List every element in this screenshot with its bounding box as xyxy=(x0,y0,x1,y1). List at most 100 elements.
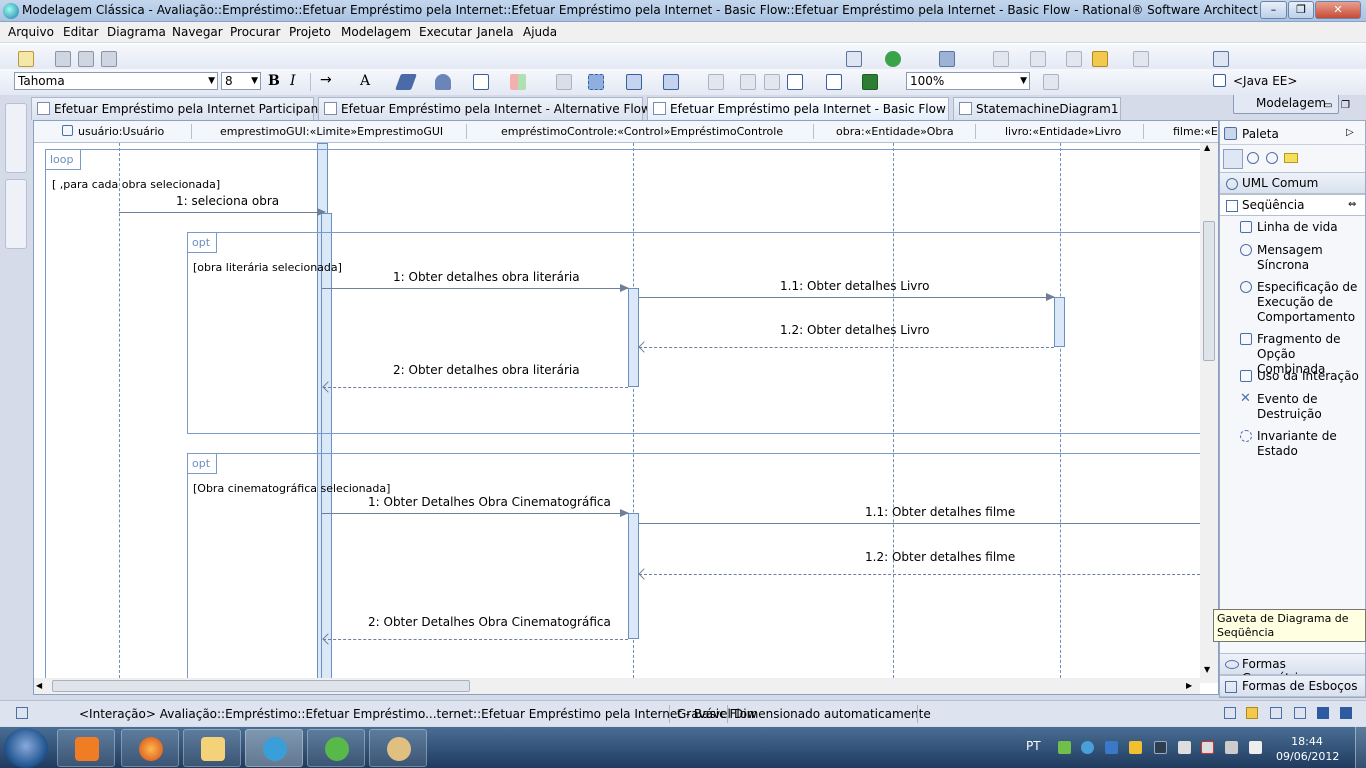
message-obter-detalhes-livro[interactable] xyxy=(639,297,1054,298)
close-button[interactable]: ✕ xyxy=(1315,1,1361,19)
align-icon[interactable] xyxy=(663,74,679,90)
lifeline-head-livro[interactable]: livro:«Entidade»Livro xyxy=(1005,125,1122,138)
filter-icon[interactable] xyxy=(826,74,842,90)
volume-icon[interactable] xyxy=(1225,741,1238,754)
chevron-up-icon[interactable]: ▲ xyxy=(1204,143,1211,152)
view-icon[interactable] xyxy=(1294,707,1306,719)
zoom-select[interactable]: 100%▼ xyxy=(906,72,1030,90)
start-button[interactable] xyxy=(4,728,48,768)
palette-item-especificacao[interactable]: Especificação de Execução de Comportamen… xyxy=(1240,280,1357,325)
taskbar-firefox[interactable] xyxy=(121,729,179,767)
taskbar-explorer[interactable] xyxy=(183,729,241,767)
palette-item-mensagem-sincrona[interactable]: Mensagem Síncrona xyxy=(1240,243,1323,273)
activation-livro[interactable] xyxy=(1054,297,1065,347)
menu-ajuda[interactable]: Ajuda xyxy=(523,25,558,39)
message-retorno-filme[interactable] xyxy=(639,574,1200,575)
message-seleciona-obra[interactable] xyxy=(119,212,321,213)
copy-format-icon[interactable] xyxy=(556,74,572,90)
zoom-in-icon[interactable] xyxy=(1247,152,1259,164)
tab-alternative-flow[interactable]: Efetuar Empréstimo pela Internet - Alter… xyxy=(318,97,662,120)
lifeline-head-filme[interactable]: filme:«En xyxy=(1173,125,1218,138)
scroll-thumb[interactable] xyxy=(1203,221,1215,361)
tray-icon[interactable] xyxy=(1154,741,1167,754)
menu-procurar[interactable]: Procurar xyxy=(230,25,281,39)
view-icon[interactable] xyxy=(1224,707,1236,719)
line-color-icon[interactable] xyxy=(395,74,417,90)
trim-stack-1[interactable] xyxy=(5,103,27,173)
signal-icon[interactable] xyxy=(1249,741,1262,754)
lifeline-head-usuario[interactable]: usuário:Usuário xyxy=(78,125,165,138)
remove-route-icon[interactable] xyxy=(764,74,780,90)
lifeline-obra[interactable] xyxy=(893,143,894,683)
italic-button[interactable]: I xyxy=(290,73,296,89)
drawer-uml-comum[interactable]: UML Comum xyxy=(1220,172,1365,194)
refresh-icon[interactable] xyxy=(1043,74,1059,90)
perspective-modelagem[interactable]: Modelagem ... xyxy=(1233,92,1339,130)
trim-stack-2[interactable] xyxy=(5,179,27,249)
horizontal-scrollbar[interactable]: ◀ ▶ xyxy=(34,678,1200,694)
print-icon[interactable] xyxy=(101,51,117,67)
menu-modelagem[interactable]: Modelagem xyxy=(341,25,412,39)
chevron-down-icon[interactable]: ▼ xyxy=(1204,665,1211,674)
bold-button[interactable]: B xyxy=(268,73,280,89)
message-retorno-livro[interactable] xyxy=(639,347,1054,348)
activation-controle-1[interactable] xyxy=(628,288,639,387)
lifeline-livro[interactable] xyxy=(1060,143,1061,683)
palette-item-linha-de-vida[interactable]: Linha de vida xyxy=(1240,220,1338,235)
drawer-formas-esbocos[interactable]: Formas de Esboços xyxy=(1220,675,1365,697)
bluetooth-icon[interactable] xyxy=(1105,741,1118,754)
lifeline-head-obra[interactable]: obra:«Entidade»Obra xyxy=(836,125,954,138)
layout-icon[interactable] xyxy=(862,74,878,90)
menu-projeto[interactable]: Projeto xyxy=(289,25,331,39)
menu-executar[interactable]: Executar xyxy=(419,25,472,39)
message-obter-detalhes-literaria[interactable] xyxy=(322,288,628,289)
rectangle-icon[interactable] xyxy=(473,74,489,90)
save-icon[interactable] xyxy=(55,51,71,67)
show-desktop-button[interactable] xyxy=(1355,727,1366,768)
opt-fragment-cinematografica[interactable]: opt xyxy=(187,453,1218,693)
view-icon[interactable] xyxy=(1317,707,1329,719)
line-style-icon[interactable]: → xyxy=(320,72,332,88)
message-obter-detalhes-cinematografica[interactable] xyxy=(322,513,628,514)
autosize-icon[interactable] xyxy=(708,74,724,90)
nav-icon[interactable] xyxy=(993,51,1009,67)
opt-fragment-literaria[interactable]: opt xyxy=(187,232,1218,434)
loop-fragment[interactable]: loop xyxy=(45,149,1215,689)
perspective-javaee[interactable]: <Java EE> xyxy=(1233,74,1298,88)
tray-language[interactable]: PT xyxy=(1026,739,1041,753)
message-retorno-cinematografica[interactable] xyxy=(323,639,628,640)
pin-icon[interactable]: ⇔ xyxy=(1348,199,1357,210)
fast-view-icon[interactable] xyxy=(16,707,28,719)
new-icon[interactable] xyxy=(18,51,34,67)
palette-item-evento-destruicao[interactable]: ✕Evento de Destruição xyxy=(1240,391,1322,421)
chevron-right-icon[interactable]: ▶ xyxy=(1186,681,1193,690)
taskbar-paint[interactable] xyxy=(369,729,427,767)
arrange-icon[interactable] xyxy=(626,74,642,90)
lifeline-head-gui[interactable]: emprestimoGUI:«Limite»EmprestimoGUI xyxy=(220,125,444,138)
font-size-select[interactable]: 8▼ xyxy=(221,72,261,90)
fill-color-icon[interactable] xyxy=(435,74,451,90)
palette-item-fragmento[interactable]: Fragmento de Opção Combinada xyxy=(1240,332,1365,377)
clipboard-icon[interactable] xyxy=(846,51,862,67)
palette-item-uso-interacao[interactable]: Uso da Interação xyxy=(1240,369,1359,384)
taskbar-media-player[interactable] xyxy=(57,729,115,767)
message-obter-detalhes-filme[interactable] xyxy=(639,523,1200,524)
last-edit-icon[interactable] xyxy=(1066,51,1082,67)
tray-icon[interactable] xyxy=(1178,741,1191,754)
font-family-select[interactable]: Tahoma▼ xyxy=(14,72,218,90)
back-icon[interactable] xyxy=(1092,51,1108,67)
chevron-right-icon[interactable]: ▷ xyxy=(1346,127,1354,138)
menu-diagrama[interactable]: Diagrama xyxy=(107,25,166,39)
open-perspective-icon[interactable] xyxy=(1213,51,1229,67)
message-retorno-literaria[interactable] xyxy=(323,387,628,388)
tab-participants[interactable]: Efetuar Empréstimo pela Internet Partici… xyxy=(31,97,329,120)
lifeline-controle[interactable] xyxy=(633,143,634,683)
menu-editar[interactable]: Editar xyxy=(63,25,99,39)
maximize-view-icon[interactable]: ❐ xyxy=(1341,100,1350,111)
menu-navegar[interactable]: Navegar xyxy=(172,25,223,39)
nav2-icon[interactable] xyxy=(1030,51,1046,67)
lifeline-head-controle[interactable]: empréstimoControle:«Control»EmpréstimoCo… xyxy=(501,125,784,138)
run-icon[interactable] xyxy=(885,51,901,67)
activation-controle-2[interactable] xyxy=(628,513,639,639)
